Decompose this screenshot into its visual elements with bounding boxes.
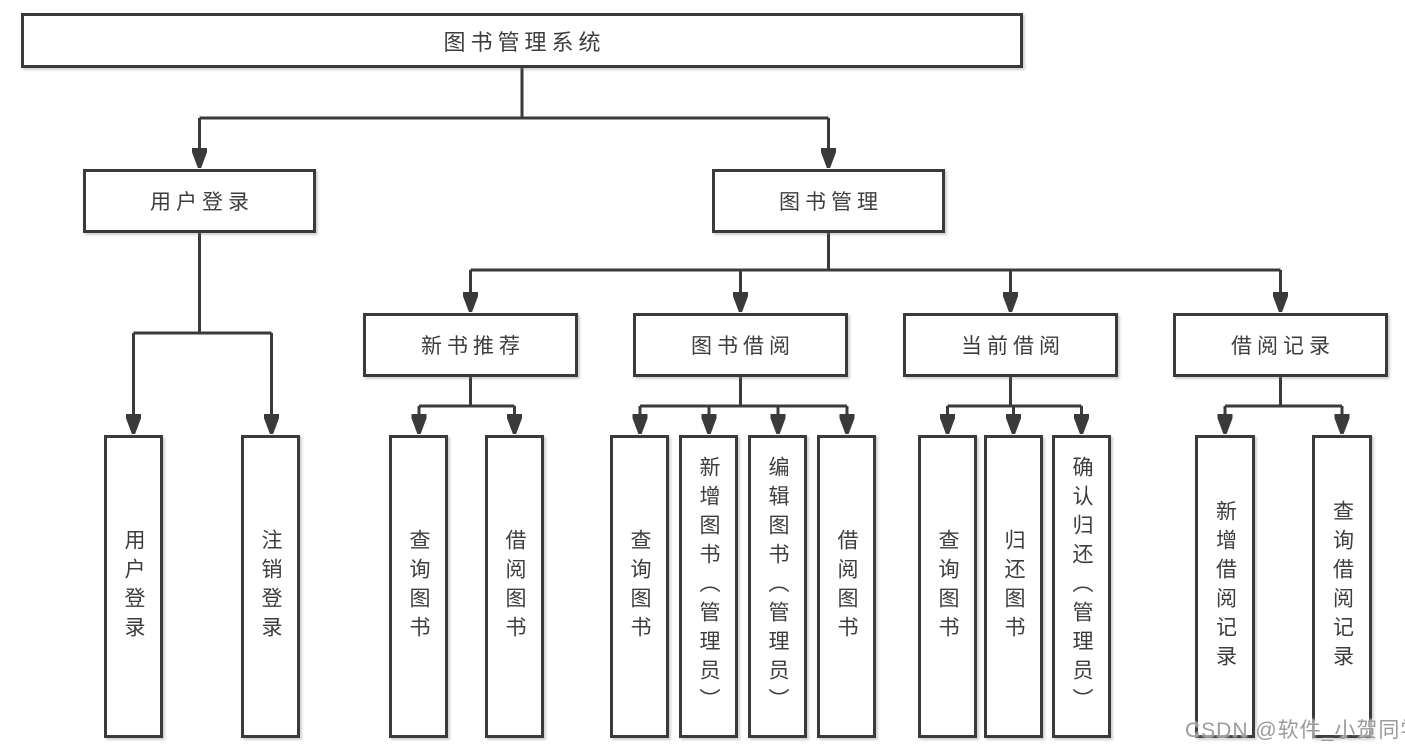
node-book-management: 图书管理 (712, 169, 945, 233)
node-new-book-recommend: 新书推荐 (363, 313, 578, 377)
leaf-add-book-admin: 新增图书（管理员） (679, 435, 738, 738)
leaf-query-borrow-record: 查询借阅记录 (1312, 435, 1372, 738)
leaf-borrow-books-recommend: 借阅图书 (485, 435, 544, 738)
node-root-system: 图书管理系统 (21, 13, 1023, 68)
leaf-user-login: 用户登录 (104, 435, 163, 738)
leaf-edit-book-admin: 编辑图书（管理员） (748, 435, 807, 738)
node-user-login: 用户登录 (83, 169, 316, 233)
leaf-return-book: 归还图书 (984, 435, 1043, 738)
node-borrow-records: 借阅记录 (1173, 313, 1388, 377)
leaf-query-books-recommend: 查询图书 (389, 435, 448, 738)
leaf-query-books-current: 查询图书 (918, 435, 977, 738)
leaf-confirm-return-admin: 确认归还（管理员） (1052, 435, 1111, 738)
node-book-borrow: 图书借阅 (633, 313, 848, 377)
leaf-logout-login: 注销登录 (241, 435, 300, 738)
leaf-query-books-borrow: 查询图书 (610, 435, 669, 738)
node-current-borrow: 当前借阅 (903, 313, 1118, 377)
leaf-add-borrow-record: 新增借阅记录 (1195, 435, 1255, 738)
csdn-watermark: CSDN @软件_小贺同学 (1185, 719, 1405, 742)
leaf-borrow-books: 借阅图书 (817, 435, 876, 738)
